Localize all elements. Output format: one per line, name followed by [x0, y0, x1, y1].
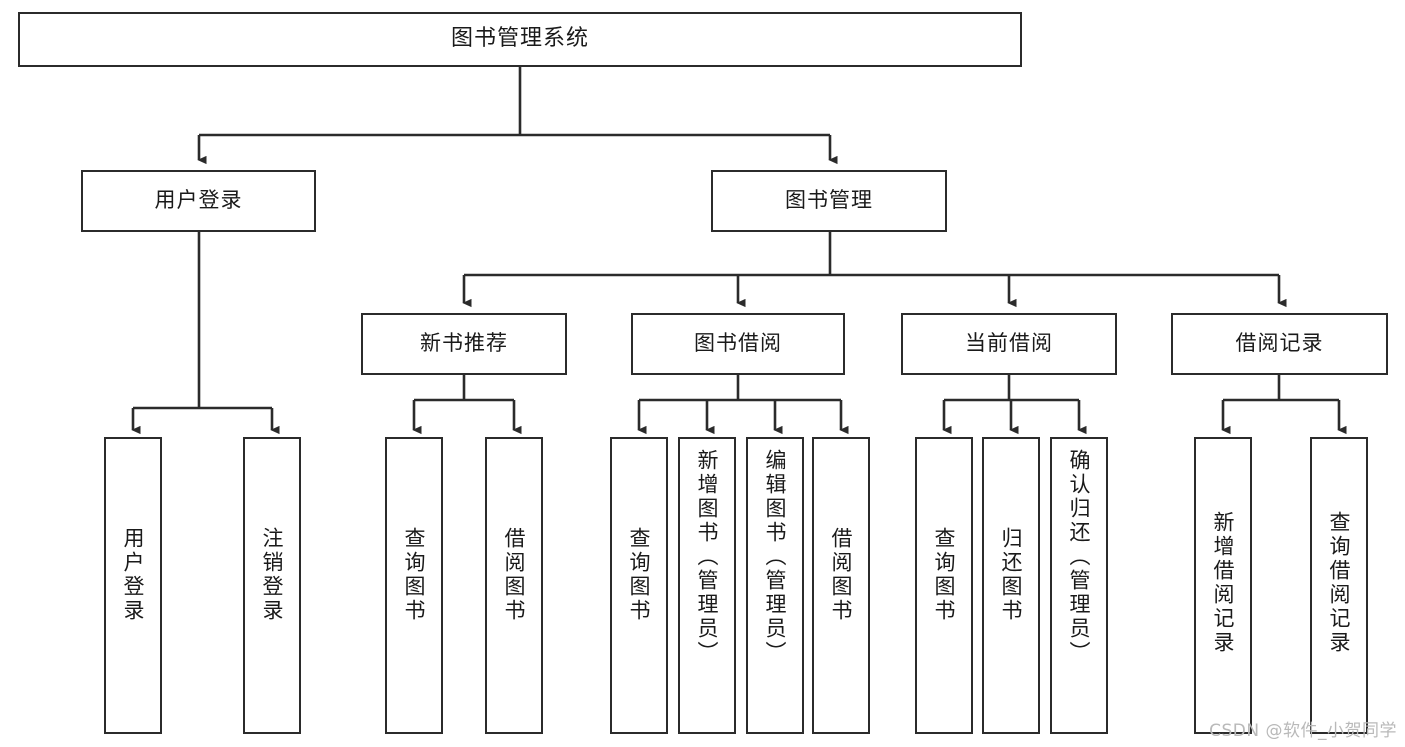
node-book-borrow[interactable]: 图书借阅 — [631, 313, 845, 375]
node-label: 新增图书（管理员） — [695, 449, 720, 665]
node-user-login[interactable]: 用户登录 — [81, 170, 316, 232]
node-label: 用户登录 — [154, 188, 243, 213]
node-label: 编辑图书（管理员） — [763, 449, 788, 665]
node-leaf-confirm-return[interactable]: 确认归还（管理员） — [1050, 437, 1108, 734]
node-label: 借阅记录 — [1235, 331, 1324, 356]
node-book-manage[interactable]: 图书管理 — [711, 170, 947, 232]
node-label: 新书推荐 — [420, 331, 508, 356]
node-label: 借阅图书 — [502, 527, 527, 623]
csdn-watermark: CSDN @软件_小贺同学 — [1209, 721, 1397, 741]
node-leaf-query-book-3[interactable]: 查询图书 — [915, 437, 973, 734]
node-leaf-query-book-1[interactable]: 查询图书 — [385, 437, 443, 734]
node-leaf-borrow-book-2[interactable]: 借阅图书 — [812, 437, 870, 734]
node-label: 查询图书 — [932, 527, 957, 623]
node-label: 新增借阅记录 — [1211, 511, 1236, 655]
node-borrow-record[interactable]: 借阅记录 — [1171, 313, 1388, 375]
node-label: 归还图书 — [999, 527, 1024, 623]
node-label: 图书借阅 — [694, 331, 782, 356]
node-leaf-add-book[interactable]: 新增图书（管理员） — [678, 437, 736, 734]
node-leaf-edit-book[interactable]: 编辑图书（管理员） — [746, 437, 804, 734]
node-leaf-borrow-book-1[interactable]: 借阅图书 — [485, 437, 543, 734]
node-label: 注销登录 — [260, 527, 285, 623]
node-leaf-query-book-2[interactable]: 查询图书 — [610, 437, 668, 734]
node-label: 图书管理 — [785, 188, 873, 213]
node-leaf-logout-login[interactable]: 注销登录 — [243, 437, 301, 734]
node-label: 图书管理系统 — [450, 26, 589, 52]
node-leaf-return-book[interactable]: 归还图书 — [982, 437, 1040, 734]
node-leaf-query-record[interactable]: 查询借阅记录 — [1310, 437, 1368, 734]
node-label: 查询图书 — [627, 527, 652, 623]
node-new-book-recommend[interactable]: 新书推荐 — [361, 313, 567, 375]
node-leaf-user-login[interactable]: 用户登录 — [104, 437, 162, 734]
node-current-borrow[interactable]: 当前借阅 — [901, 313, 1117, 375]
node-label: 确认归还（管理员） — [1067, 449, 1092, 665]
node-label: 查询图书 — [402, 527, 427, 623]
node-leaf-add-record[interactable]: 新增借阅记录 — [1194, 437, 1252, 734]
node-label: 借阅图书 — [829, 527, 854, 623]
node-label: 查询借阅记录 — [1327, 511, 1352, 655]
node-label: 当前借阅 — [965, 331, 1053, 356]
node-root-book-management-system[interactable]: 图书管理系统 — [18, 12, 1022, 67]
node-label: 用户登录 — [121, 527, 146, 623]
